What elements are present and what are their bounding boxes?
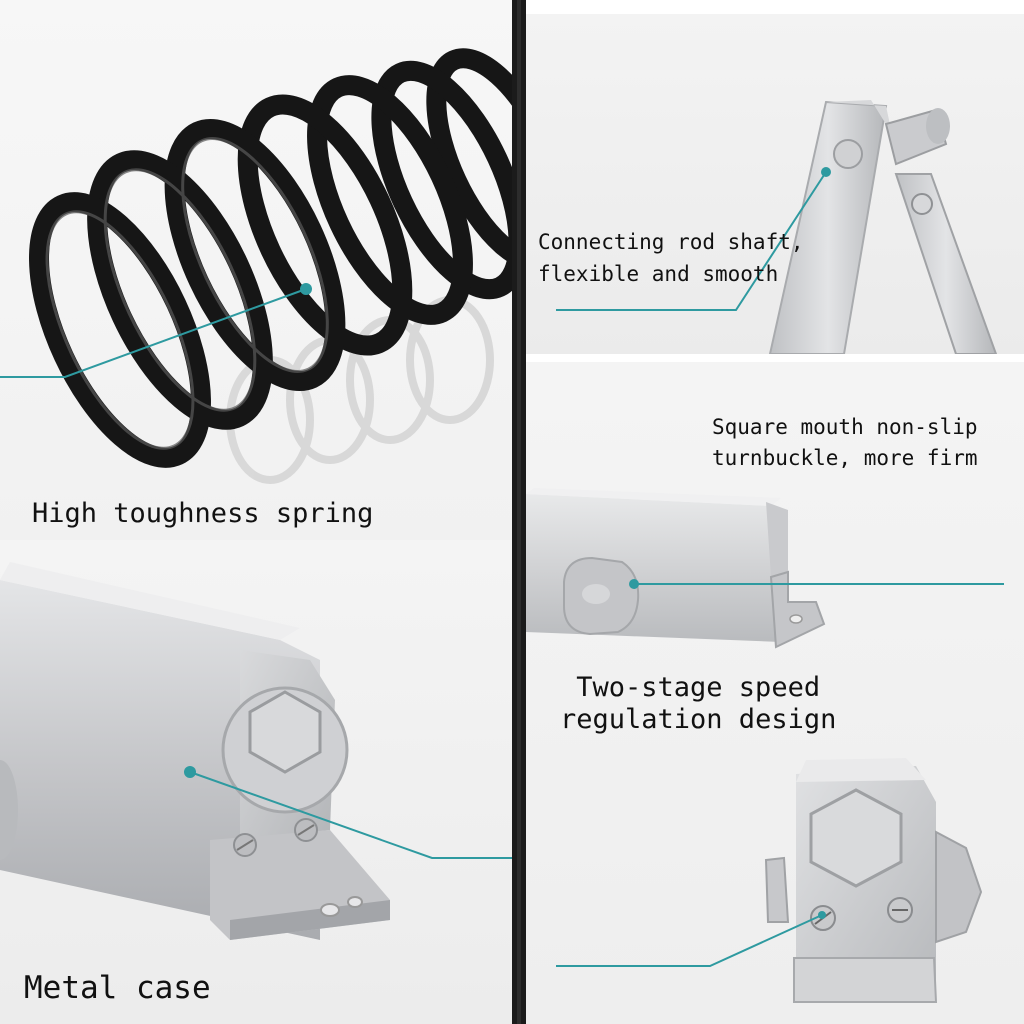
speed-regulation-panel: Square mouth non-slip turnbuckle, more f… — [526, 362, 1024, 1024]
metal-case-callout-text: Metal case — [24, 970, 211, 1006]
turnbuckle-callout-line-1: Square mouth non-slip — [712, 415, 978, 439]
hexagon-nut-icon — [248, 690, 322, 774]
spring-coils — [29, 48, 512, 468]
panel-divider-vertical — [512, 0, 526, 1024]
connecting-rod-illustration — [556, 100, 998, 354]
spring-illustration — [0, 48, 512, 484]
panel-divider-horizontal — [526, 354, 1024, 362]
speed-regulation-callout-line-2: regulation design — [560, 704, 837, 735]
spring-panel: High toughness spring — [0, 0, 512, 540]
metal-case-panel: Metal case — [0, 540, 512, 1024]
spring-callout: High toughness spring — [32, 498, 373, 529]
connecting-rod-leader-line — [556, 167, 831, 311]
connecting-rod-callout-line-2: flexible and smooth — [538, 262, 779, 286]
connecting-rod-callout-line-1: Connecting rod shaft, — [538, 230, 804, 254]
spring-leader-line — [0, 283, 312, 378]
metal-case-illustration — [0, 562, 512, 940]
speed-regulation-callout: Two-stage speed regulation design — [560, 672, 836, 736]
speed-regulation-illustration — [526, 488, 1004, 1003]
metal-case-callout: Metal case — [24, 970, 211, 1006]
speed-regulation-callout-line-1: Two-stage speed — [576, 672, 821, 703]
hexagon-nut-icon — [809, 788, 903, 888]
spring-callout-text: High toughness spring — [32, 498, 374, 529]
metal-case-leader-line — [184, 766, 512, 859]
turnbuckle-callout-line-2: turnbuckle, more firm — [712, 446, 978, 470]
speed-regulation-leader-line — [556, 911, 826, 967]
connecting-rod-callout: Connecting rod shaft, flexible and smoot… — [538, 226, 804, 290]
turnbuckle-callout: Square mouth non-slip turnbuckle, more f… — [712, 412, 978, 474]
connecting-rod-panel: Connecting rod shaft, flexible and smoot… — [526, 14, 1024, 354]
turnbuckle-leader-line — [629, 579, 1004, 589]
